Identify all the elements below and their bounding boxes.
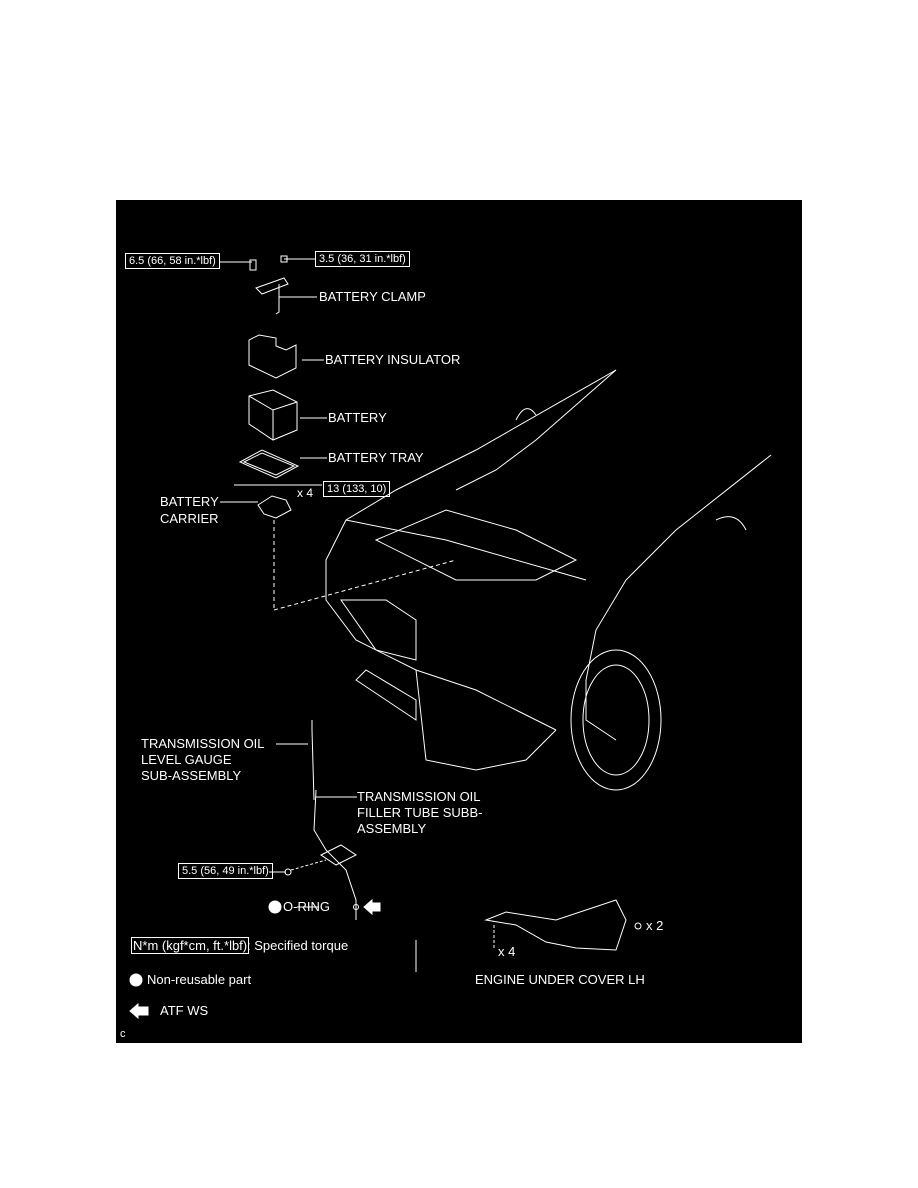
vehicle-outline — [325, 369, 772, 791]
label-o-ring: O-RING — [283, 899, 330, 914]
battery-tray-part — [238, 449, 300, 479]
clamp-rod — [275, 284, 280, 315]
label-battery-carrier-2: CARRIER — [160, 511, 219, 526]
torque-box-clamp-nut: 3.5 (36, 31 in.*lbf) — [315, 251, 410, 267]
battery-insulator-part — [248, 334, 297, 379]
torque-box-carrier-bolt: 13 (133, 10) — [323, 481, 391, 497]
legend-torque-box: N*m (kgf*cm, ft.*lbf) — [131, 937, 250, 954]
atf-arrow-icon — [363, 898, 381, 916]
label-battery-clamp: BATTERY CLAMP — [319, 289, 426, 304]
bolt-icon — [249, 259, 257, 271]
bolt-icon — [284, 868, 292, 876]
label-gauge-1: TRANSMISSION OIL — [141, 736, 265, 751]
label-gauge-3: SUB-ASSEMBLY — [141, 768, 242, 783]
legend-torque-desc: : Specified torque — [247, 938, 349, 953]
torque-box-filler-bolt: 5.5 (56, 49 in.*lbf) — [178, 863, 273, 879]
label-filler-1: TRANSMISSION OIL — [357, 789, 481, 804]
label-filler-3: ASSEMBLY — [357, 821, 427, 836]
battery-clamp-part — [255, 277, 289, 295]
non-reusable-icon — [129, 973, 143, 987]
non-reusable-icon — [268, 900, 282, 914]
label-battery-insulator: BATTERY INSULATOR — [325, 352, 461, 367]
battery-part — [248, 389, 298, 441]
diagram-panel: 6.5 (66, 58 in.*lbf) 3.5 (36, 31 in.*lbf… — [116, 200, 802, 1043]
legend-atf: ATF WS — [160, 1003, 209, 1018]
under-cover-qty-b: x 4 — [498, 944, 516, 959]
diagram-drawing — [129, 255, 772, 1020]
bolt-icon — [634, 922, 642, 930]
torque-box-clamp-bolt: 6.5 (66, 58 in.*lbf) — [125, 253, 220, 269]
label-gauge-2: LEVEL GAUGE — [141, 752, 232, 767]
nut-icon — [280, 255, 288, 263]
atf-arrow-icon — [129, 1002, 149, 1020]
dashed-line — [273, 559, 457, 611]
filler-tube-bracket — [320, 844, 357, 866]
battery-carrier-part — [257, 495, 292, 519]
legend-non-reusable: Non-reusable part — [147, 972, 252, 987]
label-filler-2: FILLER TUBE SUBB- — [357, 805, 483, 820]
oil-level-gauge-part — [311, 720, 315, 801]
corner-mark: c — [120, 1028, 126, 1040]
under-cover-qty-a: x 2 — [646, 918, 664, 933]
engine-under-cover-part — [484, 899, 627, 951]
o-ring-icon — [353, 904, 359, 910]
label-battery: BATTERY — [328, 410, 387, 425]
carrier-bolt-qty: x 4 — [297, 486, 314, 500]
label-battery-carrier-1: BATTERY — [160, 494, 219, 509]
filler-tube-part — [313, 789, 357, 920]
label-battery-tray: BATTERY TRAY — [328, 450, 424, 465]
label-engine-under-cover: ENGINE UNDER COVER LH — [475, 972, 645, 987]
